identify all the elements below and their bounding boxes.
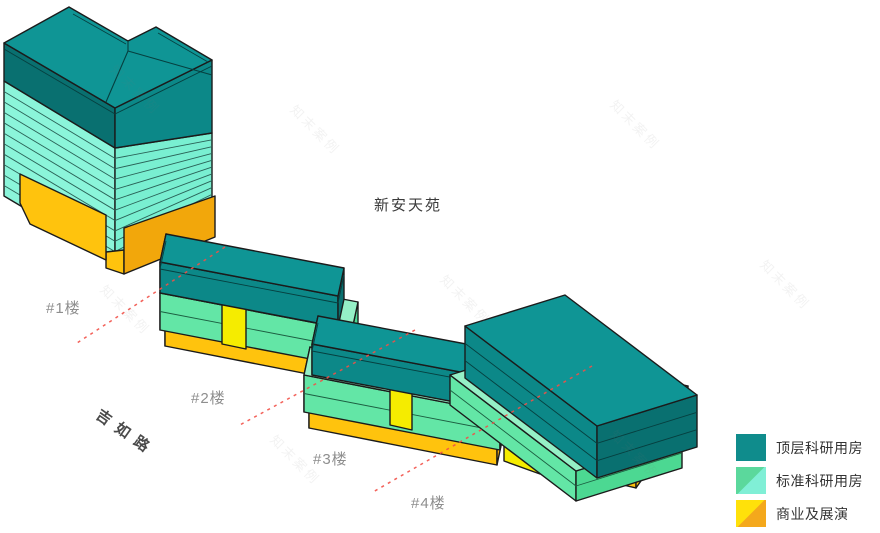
- legend-swatch-commercial-exhibition: [736, 500, 766, 527]
- legend-item: 顶层科研用房: [736, 434, 863, 461]
- legend-item: 标准科研用房: [736, 467, 863, 494]
- program-legend: 顶层科研用房 标准科研用房 商业及展演: [736, 434, 863, 533]
- legend-label: 顶层科研用房: [776, 439, 863, 456]
- legend-item: 商业及展演: [736, 500, 863, 527]
- building-2-massing: [159, 233, 359, 383]
- red-dashed-boundary-lines: [76, 246, 593, 493]
- legend-label: 标准科研用房: [776, 472, 863, 489]
- legend-swatch-standard-research: [736, 467, 766, 494]
- legend-label: 商业及展演: [776, 505, 849, 522]
- building-1-massing: [3, 6, 216, 275]
- building-4-massing: [449, 294, 698, 502]
- legend-swatch-top-floor-research: [736, 434, 766, 461]
